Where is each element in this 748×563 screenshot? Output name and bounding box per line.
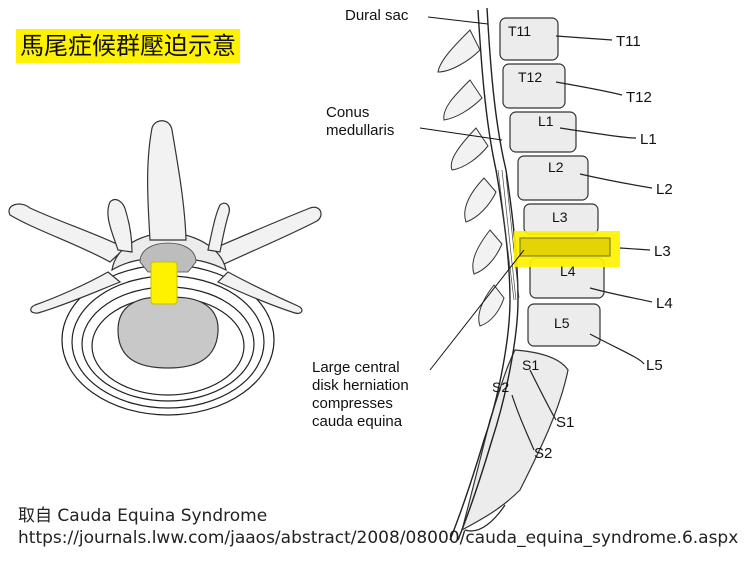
herniation-label-line1: Large central [312,359,400,376]
vertebra-outer-label: L2 [656,181,673,198]
vertebra-inner-label: L1 [538,113,554,129]
conus-label-line2: medullaris [326,122,394,139]
herniation-label-line4: cauda equina [312,413,403,430]
source-name: Cauda Equina Syndrome [57,506,268,526]
vertebra-outer-label: T12 [626,89,652,106]
vertebra-inner-label: S2 [492,379,509,395]
vertebra-inner-label: T11 [508,23,531,39]
vertebra-inner-label: L5 [554,315,570,331]
vertebra-outer-label: L1 [640,131,657,148]
conus-label-line1: Conus [326,104,369,121]
vertebra-inner-label: L3 [552,209,568,225]
source-url[interactable]: https://journals.lww.com/jaaos/abstract/… [18,528,739,548]
vertebra-outer-label: L4 [656,295,673,312]
source-prefix: 取自 [18,506,52,526]
page-title: 馬尾症候群壓迫示意 [16,29,240,63]
dural-sac-label: Dural sac [345,7,409,24]
vertebra-outer-label: L3 [654,243,671,260]
herniation-label-line3: compresses [312,395,393,412]
vertebra-inner-label: T12 [518,69,542,85]
vertebra-inner-label: S1 [522,357,539,373]
axial-herniation-highlight [150,261,178,305]
vertebra-inner-label: L4 [560,263,576,279]
nucleus-pulposus [117,296,219,369]
vertebra-outer-label: T11 [616,33,641,50]
sagittal-spine-illustration [419,7,653,541]
vertebra-outer-label: L5 [646,357,663,374]
herniation-label-line2: disk herniation [312,377,409,394]
axial-vertebra-illustration [8,120,322,416]
vertebra-outer-label: S2 [534,445,552,462]
vertebra-outer-label: S1 [556,414,574,431]
source-citation: 取自 Cauda Equina Syndrome https://journal… [18,505,738,549]
vertebra-inner-label: L2 [548,159,564,175]
